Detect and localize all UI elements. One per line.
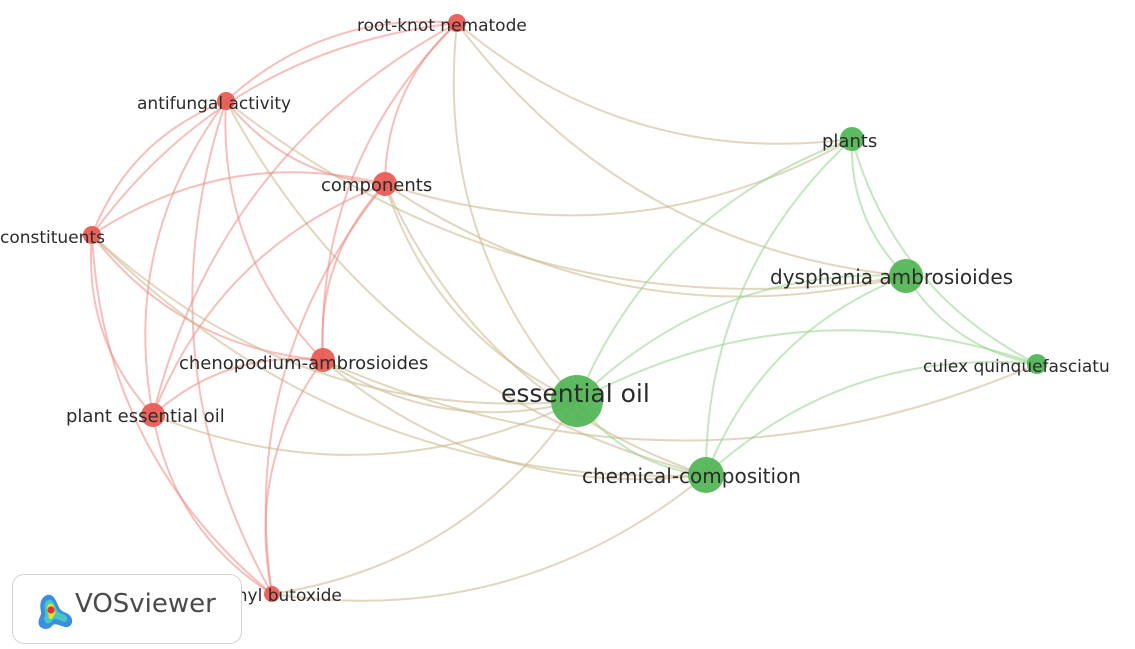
vosviewer-label: VOSviewer	[75, 589, 216, 619]
link-piperonyl-essential-oil	[271, 400, 578, 595]
node-label-components[interactable]: components	[321, 175, 432, 196]
node-label-root-knot[interactable]: root-knot nematode	[357, 16, 527, 36]
link-antifungal-components	[225, 100, 386, 185]
link-antifungal-dysphania	[225, 100, 907, 290]
link-antifungal-chem-comp	[225, 100, 707, 476]
link-constituents-piperonyl	[91, 234, 273, 595]
link-components-chenopodium	[321, 183, 386, 361]
node-plant-eo[interactable]	[141, 403, 165, 427]
node-label-chem-comp[interactable]: chemical-composition	[582, 464, 801, 488]
link-root-knot-plant-eo	[152, 22, 458, 416]
link-components-essential-oil	[384, 183, 578, 402]
node-dysphania[interactable]	[889, 259, 923, 293]
link-chenopodium-essential-oil	[322, 359, 578, 414]
link-chenopodium-piperonyl	[264, 359, 324, 595]
link-chenopodium-chem-comp	[322, 359, 707, 481]
node-label-dysphania[interactable]: dysphania ambrosioides	[770, 265, 1013, 289]
link-root-knot-dysphania	[456, 22, 907, 277]
link-dysphania-chem-comp	[705, 275, 907, 476]
link-root-knot-essential-oil	[452, 22, 578, 402]
vosviewer-logo-icon	[38, 594, 73, 629]
link-culex-chem-comp	[705, 360, 1038, 476]
network-links	[89, 20, 1038, 602]
link-culex-essential-oil	[576, 329, 1038, 402]
link-antifungal-plant-eo	[144, 100, 227, 416]
link-plant-eo-essential-oil	[152, 400, 578, 456]
link-components-chem-comp	[384, 183, 707, 476]
link-constituents-chem-comp	[91, 234, 707, 477]
link-components-plants	[384, 138, 853, 217]
link-chenopodium-culex	[322, 359, 1038, 442]
node-culex[interactable]	[1027, 354, 1047, 374]
link-plant-eo-piperonyl	[152, 414, 273, 595]
link-chenopodium-plant-eo	[152, 357, 324, 416]
node-label-constituents[interactable]: constituents	[0, 228, 105, 248]
link-root-knot-components	[384, 22, 458, 185]
link-antifungal-constituents	[91, 100, 227, 236]
link-plants-essential-oil	[576, 138, 853, 402]
node-essential-oil[interactable]	[551, 375, 603, 427]
vosviewer-badge: VOSviewer	[12, 574, 242, 644]
link-constituents-plant-eo	[89, 234, 154, 416]
node-label-essential-oil[interactable]: essential oil	[501, 379, 650, 408]
link-components-dysphania	[384, 183, 907, 298]
node-antifungal[interactable]	[217, 92, 235, 110]
link-plants-culex	[851, 138, 1038, 365]
node-constituents[interactable]	[83, 226, 101, 244]
link-plants-chem-comp	[704, 138, 853, 476]
link-root-knot-constituents	[91, 22, 458, 236]
node-label-plant-eo[interactable]: plant essential oil	[66, 406, 225, 427]
link-dysphania-essential-oil	[576, 274, 907, 402]
link-piperonyl-chem-comp	[271, 474, 707, 602]
node-label-antifungal[interactable]: antifungal activity	[137, 94, 291, 114]
node-label-chenopodium[interactable]: chenopodium-ambrosioides	[179, 353, 428, 374]
link-root-knot-antifungal	[225, 20, 458, 102]
link-constituents-chenopodium	[91, 234, 324, 361]
link-plants-dysphania	[850, 138, 907, 277]
node-piperonyl[interactable]	[264, 586, 280, 602]
link-components-plant-eo	[152, 183, 386, 416]
node-root-knot[interactable]	[448, 14, 466, 32]
link-dysphania-culex	[905, 275, 1038, 365]
link-antifungal-piperonyl	[191, 100, 273, 595]
node-label-culex[interactable]: culex quinquefasciatu	[923, 357, 1110, 377]
link-components-constituents	[91, 171, 386, 236]
node-chenopodium[interactable]	[311, 348, 335, 372]
network-nodes	[83, 14, 1047, 602]
link-antifungal-chenopodium	[224, 100, 324, 361]
link-root-knot-plants	[456, 22, 853, 145]
node-plants[interactable]	[840, 127, 864, 151]
network-labels: root-knot nematode antifungal activity com…	[0, 16, 1110, 606]
node-label-plants[interactable]: plants	[822, 131, 877, 152]
node-components[interactable]	[373, 172, 397, 196]
node-chem-comp[interactable]	[688, 457, 724, 493]
